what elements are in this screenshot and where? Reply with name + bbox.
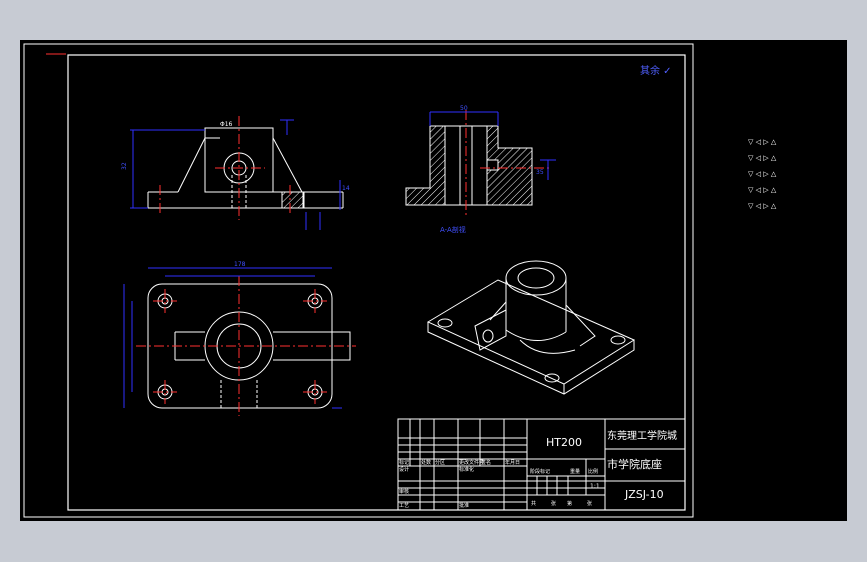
isometric-view xyxy=(426,260,636,395)
header-zone: 分区 xyxy=(435,459,445,466)
row-standard: 标准化 xyxy=(459,466,474,473)
svg-text:▽ ◁ ▷ △: ▽ ◁ ▷ △ xyxy=(748,186,777,194)
section-dim-side: 35 xyxy=(536,169,544,176)
svg-text:▽ ◁ ▷ △: ▽ ◁ ▷ △ xyxy=(748,154,777,162)
title-drawing-number: JZSJ-10 xyxy=(624,488,664,501)
header-mark: 标记 xyxy=(399,459,409,466)
top-dim-length: 178 xyxy=(234,261,246,268)
title-block xyxy=(397,418,686,511)
front-view-centerlines xyxy=(159,116,291,220)
row-design: 设计 xyxy=(399,466,409,473)
cad-drawing-canvas[interactable]: 其余 ✓ 32 14 Φ xyxy=(20,40,847,521)
top-view-centerlines xyxy=(136,276,356,416)
sheet-total: 共 xyxy=(531,500,536,507)
front-dim-right: 14 xyxy=(342,185,350,192)
stage-mark: 阶段标记 xyxy=(530,468,550,475)
title-scale: 1:1 xyxy=(590,483,600,490)
sheet-no: 第 xyxy=(567,500,572,507)
header-count: 处数 xyxy=(421,459,431,466)
front-dim-hole: Φ16 xyxy=(220,121,233,128)
title-school-line1: 东莞理工学院城 xyxy=(607,429,677,442)
drawing-sheet: 其余 ✓ 32 14 Φ xyxy=(23,43,777,518)
title-school-line2: 市学院底座 xyxy=(607,457,662,471)
front-view-dimensions xyxy=(130,119,341,230)
header-sign: 签名 xyxy=(481,459,491,466)
header-change-doc: 更改文件号 xyxy=(459,459,484,466)
row-process: 工艺 xyxy=(399,503,409,509)
section-centerlines xyxy=(465,110,550,215)
front-view xyxy=(147,127,344,209)
sheet-total-unit: 张 xyxy=(551,500,556,507)
top-view-dimensions xyxy=(123,267,342,409)
header-date: 年月日 xyxy=(505,459,520,466)
row-review: 审核 xyxy=(399,488,409,495)
stage-scale: 比例 xyxy=(588,468,598,475)
sheet-no-unit: 张 xyxy=(587,500,592,507)
svg-text:▽ ◁ ▷ △: ▽ ◁ ▷ △ xyxy=(748,138,777,146)
front-dim-height: 32 xyxy=(121,162,128,170)
inner-border xyxy=(67,54,686,511)
surface-finish-note: 其余 ✓ xyxy=(640,64,672,77)
outer-border xyxy=(23,43,694,518)
section-dim-top: 50 xyxy=(460,105,468,112)
title-material: HT200 xyxy=(546,436,582,449)
row-approve: 批准 xyxy=(459,502,469,509)
roughness-symbols: ▽ ◁ ▷ △ ▽ ◁ ▷ △ ▽ ◁ ▷ △ ▽ ◁ ▷ △ ▽ ◁ ▷ △ xyxy=(748,138,777,210)
section-label: A-A剖视 xyxy=(440,225,466,234)
svg-text:▽ ◁ ▷ △: ▽ ◁ ▷ △ xyxy=(748,170,777,178)
stage-weight: 重量 xyxy=(570,468,580,475)
section-view xyxy=(405,125,533,206)
svg-text:▽ ◁ ▷ △: ▽ ◁ ▷ △ xyxy=(748,202,777,210)
section-dimensions xyxy=(429,111,556,180)
